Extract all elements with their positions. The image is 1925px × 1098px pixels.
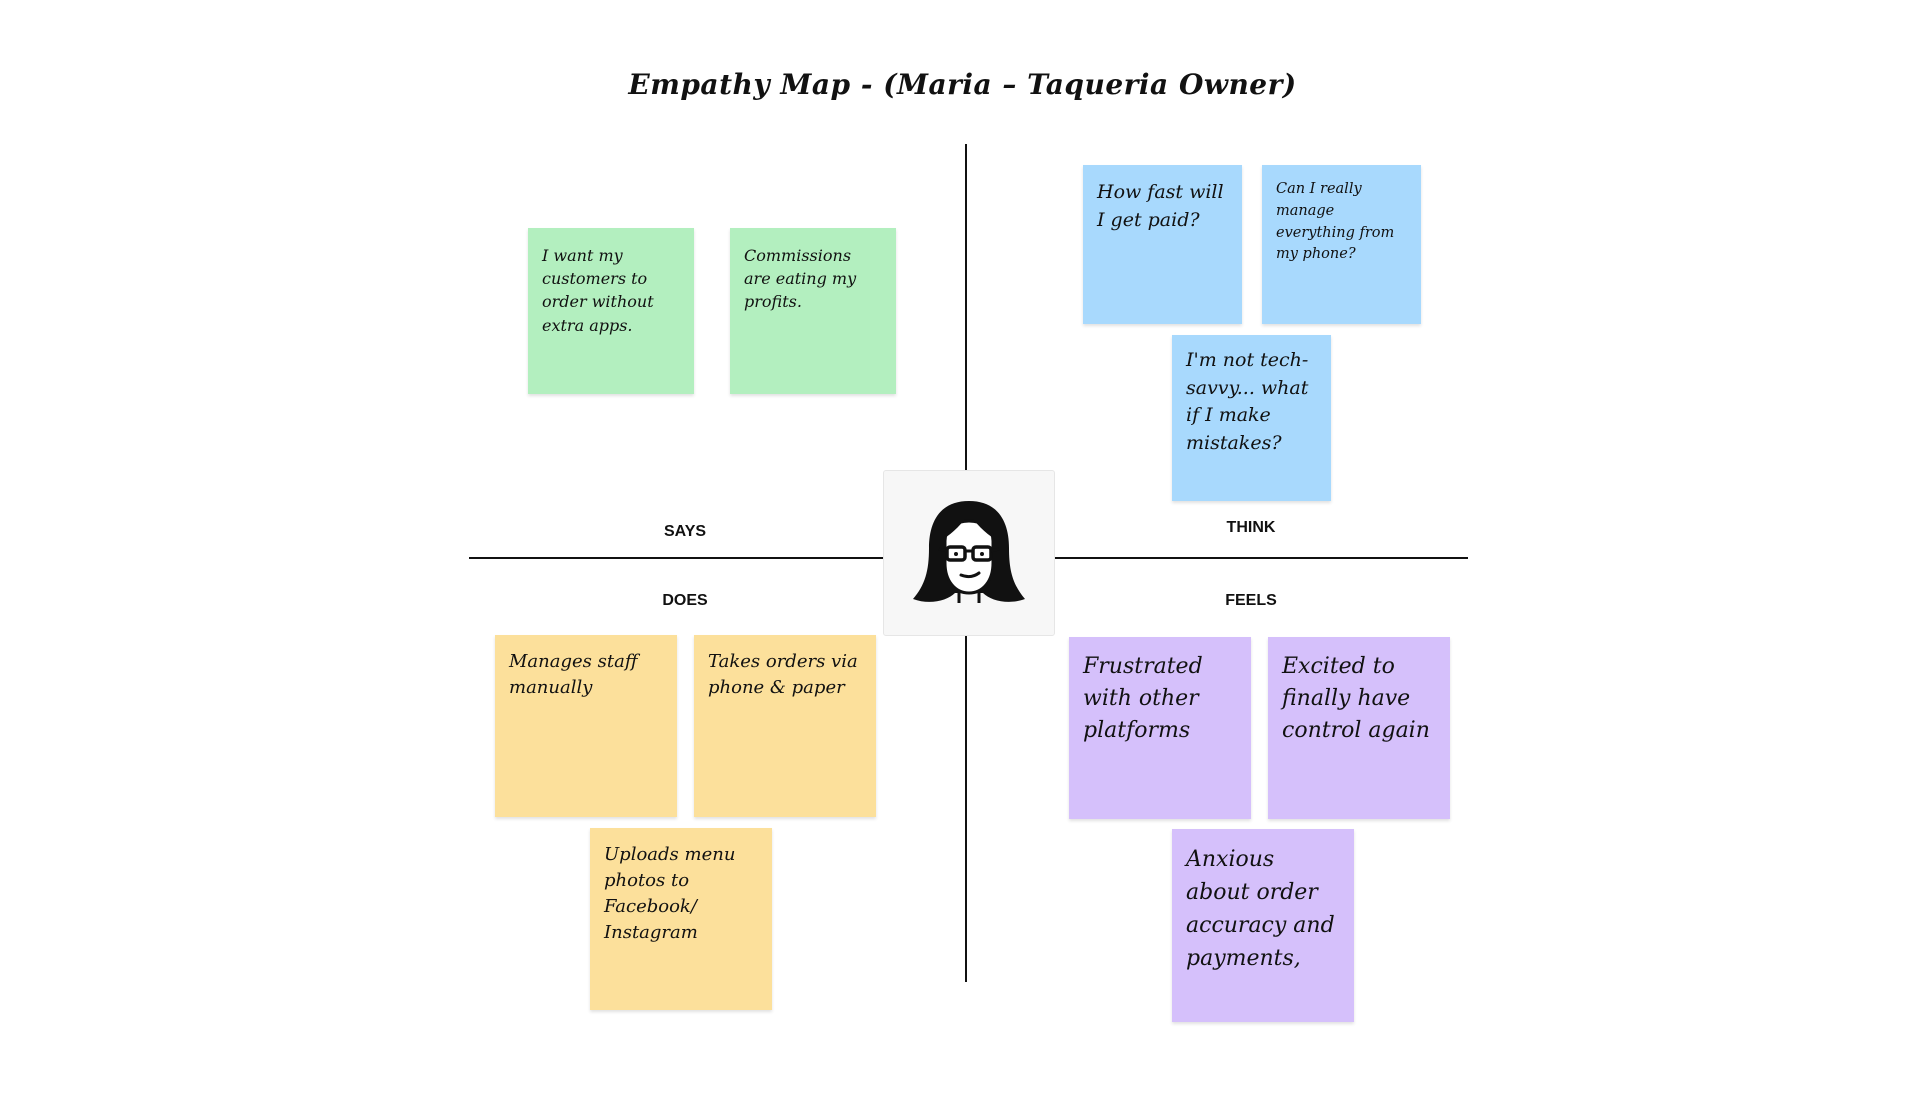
quadrant-label-think: THINK xyxy=(1226,519,1276,536)
vertical-axis-bottom xyxy=(965,634,967,982)
persona-card[interactable] xyxy=(883,470,1055,636)
sticky-note-feels-1[interactable]: Frustrated with other platforms xyxy=(1069,637,1251,819)
sticky-note-feels-2[interactable]: Excited to finally have control again xyxy=(1268,637,1450,819)
horizontal-axis-right xyxy=(1053,557,1468,559)
quadrant-label-does: DOES xyxy=(662,592,708,609)
sticky-note-feels-3[interactable]: Anxious about order accuracy and payment… xyxy=(1172,829,1354,1022)
sticky-note-does-1[interactable]: Manages staff manually xyxy=(495,635,677,817)
vertical-axis-top xyxy=(965,144,967,474)
sticky-note-says-1[interactable]: I want my customers to order without ext… xyxy=(528,228,694,394)
sticky-note-says-2[interactable]: Commissions are eating my profits. xyxy=(730,228,896,394)
page-title: Empathy Map - (Maria – Taqueria Owner) xyxy=(628,68,1297,101)
sticky-note-think-1[interactable]: How fast will I get paid? xyxy=(1083,165,1242,324)
sticky-note-does-3[interactable]: Uploads menu photos to Facebook/ Instagr… xyxy=(590,828,772,1010)
sticky-note-think-2[interactable]: Can I really manage everything from my p… xyxy=(1262,165,1421,324)
sticky-note-does-2[interactable]: Takes orders via phone & paper xyxy=(694,635,876,817)
sticky-note-think-3[interactable]: I'm not tech-savvy... what if I make mis… xyxy=(1172,335,1331,501)
woman-with-glasses-avatar-icon xyxy=(913,501,1025,603)
quadrant-label-feels: FEELS xyxy=(1225,592,1277,609)
quadrant-label-says: SAYS xyxy=(663,523,707,540)
horizontal-axis-left xyxy=(469,557,883,559)
